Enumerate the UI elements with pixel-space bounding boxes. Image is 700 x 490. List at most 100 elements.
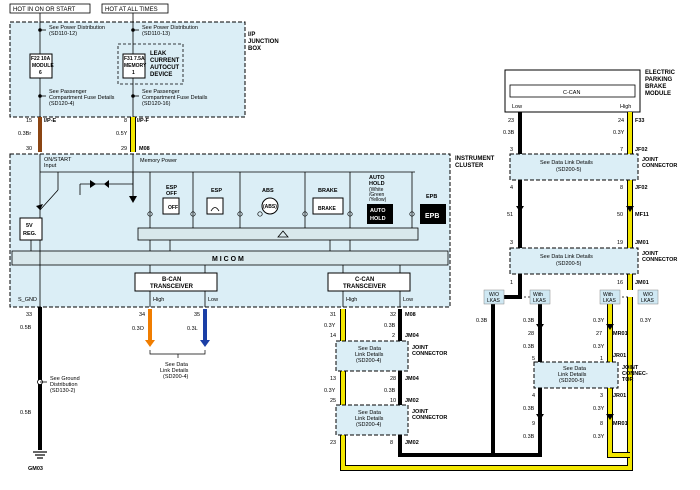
svg-text:ESP: ESP [211, 188, 222, 194]
cluster-title: INSTRUMENT [455, 156, 495, 162]
svg-text:/Yellow): /Yellow) [369, 197, 387, 203]
svg-text:0.3B: 0.3B [476, 318, 488, 324]
svg-text:Distribution: Distribution [50, 382, 78, 388]
svg-text:(SD200-4): (SD200-4) [356, 358, 382, 364]
svg-text:See Data Link Details: See Data Link Details [540, 160, 593, 166]
svg-text:30: 30 [26, 146, 32, 152]
svg-text:1: 1 [510, 280, 513, 286]
svg-text:9: 9 [532, 421, 535, 427]
svg-text:REG.: REG. [23, 231, 37, 237]
svg-text:34: 34 [139, 312, 145, 318]
svg-text:13: 13 [330, 376, 336, 382]
svg-text:Link Details: Link Details [160, 368, 189, 374]
svg-text:High: High [620, 104, 631, 110]
svg-text:JR01: JR01 [613, 353, 626, 359]
svg-text:LKAS: LKAS [603, 298, 616, 304]
fuse-f22 [29, 53, 53, 79]
svg-text:0.3Y: 0.3Y [593, 434, 605, 440]
svg-text:TOR: TOR [622, 377, 634, 383]
svg-text:0.3B: 0.3B [523, 318, 535, 324]
svg-text:(SD200-5): (SD200-5) [556, 167, 582, 173]
svg-text:JM04: JM04 [405, 333, 420, 339]
svg-text:50: 50 [617, 212, 623, 218]
svg-text:Low: Low [512, 104, 522, 110]
svg-text:(SD200-5): (SD200-5) [556, 261, 582, 267]
svg-text:See Data: See Data [358, 346, 382, 352]
epb-icon [420, 204, 446, 224]
svg-text:7: 7 [620, 147, 623, 153]
svg-text:0.5Y: 0.5Y [116, 131, 128, 137]
svg-text:LKAS: LKAS [641, 298, 654, 304]
with-lkas-tag-2 [599, 289, 621, 305]
svg-text:With: With [533, 292, 543, 298]
svg-text:JR01: JR01 [613, 393, 626, 399]
svg-text:ESP: ESP [166, 185, 177, 191]
lkas-section: W/O LKAS With LKAS With LKAS W/O LKAS 0.… [476, 289, 659, 458]
svg-text:BRAKE: BRAKE [645, 84, 666, 90]
svg-text:28: 28 [390, 376, 396, 382]
svg-text:HOLD: HOLD [370, 216, 386, 222]
svg-text:3: 3 [510, 240, 513, 246]
svg-text:0.3Y: 0.3Y [593, 318, 605, 324]
svg-text:M08: M08 [139, 146, 150, 152]
svg-text:28: 28 [528, 331, 534, 337]
svg-text:See Passenger: See Passenger [142, 89, 180, 95]
svg-text:MR01: MR01 [613, 331, 628, 337]
svg-text:LKAS: LKAS [533, 298, 546, 304]
svg-text:5V: 5V [26, 223, 33, 229]
svg-text:See Data: See Data [563, 366, 587, 372]
svg-text:See Passenger: See Passenger [49, 89, 87, 95]
svg-text:F33: F33 [635, 118, 644, 124]
svg-text:25: 25 [330, 398, 336, 404]
svg-text:See Data: See Data [358, 410, 382, 416]
svg-text:See Data: See Data [165, 362, 189, 368]
svg-text:1: 1 [600, 356, 603, 362]
svg-text:(SD120-4): (SD120-4) [49, 101, 75, 107]
svg-text:0.3L: 0.3L [187, 326, 198, 332]
svg-text:23: 23 [508, 118, 514, 124]
svg-text:(SD130-2): (SD130-2) [50, 388, 76, 394]
svg-text:0.3B: 0.3B [523, 344, 535, 350]
svg-text:JF02: JF02 [635, 185, 648, 191]
ccan-mid-wires: 31 32 M08 0.3Y 0.3B 14 2 JM04 JOINT CONN… [324, 300, 633, 471]
svg-text:See Power Distribution: See Power Distribution [49, 25, 105, 31]
wo-lkas-tag [483, 289, 505, 305]
svg-text:19: 19 [617, 240, 623, 246]
svg-text:8: 8 [124, 118, 127, 124]
svg-text:Link Details: Link Details [558, 372, 587, 378]
svg-text:ABS: ABS [262, 188, 274, 194]
svg-text:High: High [346, 297, 357, 303]
esp-off-icon [162, 197, 180, 215]
svg-text:8: 8 [600, 421, 603, 427]
svg-text:(SD110-13): (SD110-13) [142, 31, 170, 37]
svg-text:EPB: EPB [426, 194, 437, 200]
svg-text:OFF: OFF [166, 191, 178, 197]
svg-text:0.5B: 0.5B [20, 325, 32, 331]
svg-text:2: 2 [392, 333, 395, 339]
svg-text:29: 29 [121, 146, 127, 152]
svg-text:1: 1 [132, 70, 135, 76]
svg-text:Memory Power: Memory Power [140, 158, 177, 164]
svg-text:MODULE: MODULE [645, 91, 671, 97]
svg-text:W/O: W/O [489, 292, 499, 298]
lamp-driver [137, 227, 419, 241]
connector-ipf: I/P-F [137, 118, 150, 124]
joint-connector-jf02 [509, 153, 639, 181]
svg-text:31: 31 [330, 312, 336, 318]
svg-text:14: 14 [330, 333, 336, 339]
svg-text:TRANSCEIVER: TRANSCEIVER [150, 284, 194, 290]
svg-text:PARKING: PARKING [645, 77, 673, 83]
svg-text:MODULE: MODULE [32, 63, 54, 69]
svg-text:(SD200-4): (SD200-4) [163, 374, 189, 380]
joint-connector-jm01 [509, 247, 639, 275]
svg-text:ON/START: ON/START [44, 157, 72, 163]
svg-text:BRAKE: BRAKE [318, 206, 336, 212]
svg-text:AUTO: AUTO [370, 208, 386, 214]
power-labels: HOT IN ON OR START HOT AT ALL TIMES [9, 3, 169, 14]
wo-lkas-tag-2 [637, 289, 659, 305]
svg-text:JM01: JM01 [635, 240, 649, 246]
svg-text:33: 33 [26, 312, 32, 318]
svg-text:DEVICE: DEVICE [150, 72, 172, 78]
svg-text:3: 3 [510, 147, 513, 153]
svg-text:0.3B: 0.3B [523, 434, 535, 440]
